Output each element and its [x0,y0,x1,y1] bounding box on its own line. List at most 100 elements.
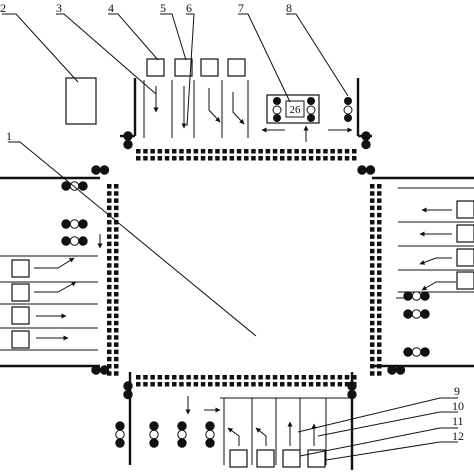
crosswalk-block [150,156,155,161]
signal-lamp [99,165,110,175]
signal-lamp [420,291,430,301]
crosswalk-block [265,382,271,387]
crosswalk-block [251,382,256,387]
signal-lamp [177,438,187,448]
crosswalk-block [114,263,119,268]
crosswalk-block [244,149,249,154]
crosswalk-block [377,241,382,247]
north-lane-arrows [153,86,245,129]
crosswalk-block [294,375,299,380]
crosswalk-block [208,375,213,380]
crosswalk-block [172,156,177,161]
crosswalk-block [323,156,328,161]
callout-1: 1 [6,129,12,143]
crosswalk-block [352,375,357,380]
crosswalk-block [179,149,184,154]
signal-lamp [149,429,159,440]
lane-lines [0,80,474,465]
crosswalk-block [114,248,119,254]
crosswalk-block [200,375,206,380]
crosswalk-block [370,313,375,319]
crosswalk-block [377,313,382,319]
signal-lamp [78,236,88,246]
crosswalk-block [287,382,292,387]
crosswalk-block [294,382,299,387]
signal-lamp [205,421,215,431]
callout-6: 6 [186,1,192,15]
crosswalk-block [193,156,199,161]
callout-4: 4 [108,1,114,15]
crosswalk-block [377,191,382,196]
south-detector-2 [256,449,275,468]
traffic-signal-heads [61,131,430,448]
crosswalk-west [107,184,119,376]
west-detector-1 [11,259,30,278]
crosswalk-block [107,292,112,297]
crosswalk-block [114,349,119,355]
crosswalk-block [164,149,170,154]
south-detector-4 [307,449,326,468]
leader-line-7 [238,13,291,103]
crosswalk-block [200,149,206,154]
crosswalk-block [316,156,321,161]
crosswalk-block [370,328,375,333]
signal-lamp [205,429,215,440]
crosswalk-block [114,299,119,304]
crosswalk-block [244,156,249,161]
crosswalk-block [370,220,375,225]
leader-line-9 [297,397,458,433]
crosswalk-block [222,149,227,154]
countdown-value: 26 [290,104,302,116]
callout-leader-lines [2,13,458,461]
crosswalk-block [337,375,343,380]
east-detector-3 [456,248,474,267]
signal-lamp [420,309,430,319]
crosswalk-block [377,320,382,326]
crosswalk-block [308,149,314,154]
crosswalk-block [370,212,375,218]
signal-lamp [149,421,159,431]
crosswalk-block [107,191,112,196]
crosswalk-block [287,156,292,161]
crosswalk-block [377,248,382,254]
crosswalk-block [377,364,382,369]
east-detector-2 [456,224,474,243]
crosswalk-block [377,335,382,340]
crosswalk-block [107,349,112,355]
crosswalk-block [114,212,119,218]
crosswalk-block [294,156,299,161]
callout-9: 9 [454,384,460,398]
crosswalk-block [179,156,184,161]
crosswalk-block [107,263,112,268]
crosswalk-block [265,375,271,380]
signal-lamp [61,219,71,229]
crosswalk-block [377,212,382,218]
crosswalk-block [308,375,314,380]
crosswalk-block [143,156,148,161]
countdown-display [285,100,305,118]
crosswalk-block [107,306,112,311]
callout-11: 11 [452,414,464,428]
south-lane-arrows [227,421,317,446]
signal-lamp [420,347,430,357]
signal-lamp [61,236,71,246]
crosswalk-block [107,270,112,275]
east-detector-4 [456,271,474,290]
crosswalk-block [208,156,213,161]
crosswalk-block [370,284,375,290]
crosswalk-block [107,299,112,304]
crosswalk-block [107,227,112,232]
signal-lamp [78,181,88,191]
crosswalk-block [251,156,256,161]
crosswalk-block [208,382,213,387]
crosswalk-block [280,156,285,161]
south-detector-1 [229,449,248,468]
signal-lamp [123,139,133,150]
signal-lamp [403,347,413,357]
signal-lamp [115,429,125,440]
arrow-right-turn-2 [232,92,245,125]
crosswalk-block [136,382,141,387]
signal-lamp [123,381,133,391]
leader-line-11 [299,427,458,457]
crosswalk-block [308,382,314,387]
